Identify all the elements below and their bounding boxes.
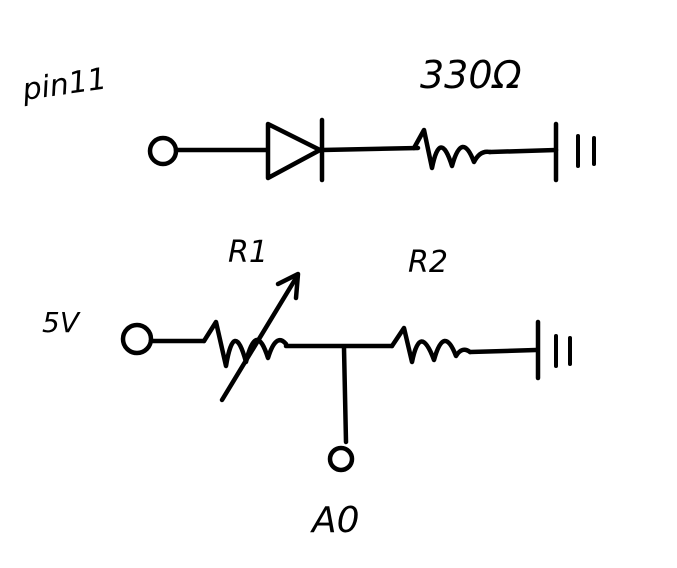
- wire-r2-to-ground: [467, 347, 539, 355]
- supply-label: 5V: [42, 306, 81, 339]
- pin-label: pin11: [19, 61, 109, 108]
- led-diode: [265, 117, 325, 183]
- divider-circuit: 5V R1 R2 A0: [42, 235, 572, 541]
- led-circuit: pin11 330Ω: [19, 53, 596, 183]
- r1-zigzag: [201, 319, 289, 369]
- diode-triangle: [265, 121, 323, 181]
- pin-terminal: [147, 135, 179, 167]
- wire-resistor-to-ground: [487, 147, 559, 155]
- resistor-r2: [389, 325, 473, 365]
- resistor-330: [411, 127, 493, 171]
- a0-label: A0: [310, 500, 360, 541]
- wire-led-to-resistor: [319, 145, 421, 153]
- ground-symbol-bottom: [535, 319, 572, 381]
- r1-adjust-arrow-shaft: [219, 275, 299, 403]
- ground-symbol-top: [553, 121, 596, 183]
- r2-label: R2: [408, 245, 448, 280]
- variable-resistor-r1: [201, 271, 301, 403]
- r1-label: R1: [228, 235, 268, 270]
- r1-adjust-arrow-head: [275, 271, 301, 301]
- a0-terminal: [327, 445, 355, 473]
- led-resistor-label: 330Ω: [420, 53, 522, 97]
- supply-terminal: [120, 322, 154, 356]
- wire-node-to-a0: [341, 345, 349, 445]
